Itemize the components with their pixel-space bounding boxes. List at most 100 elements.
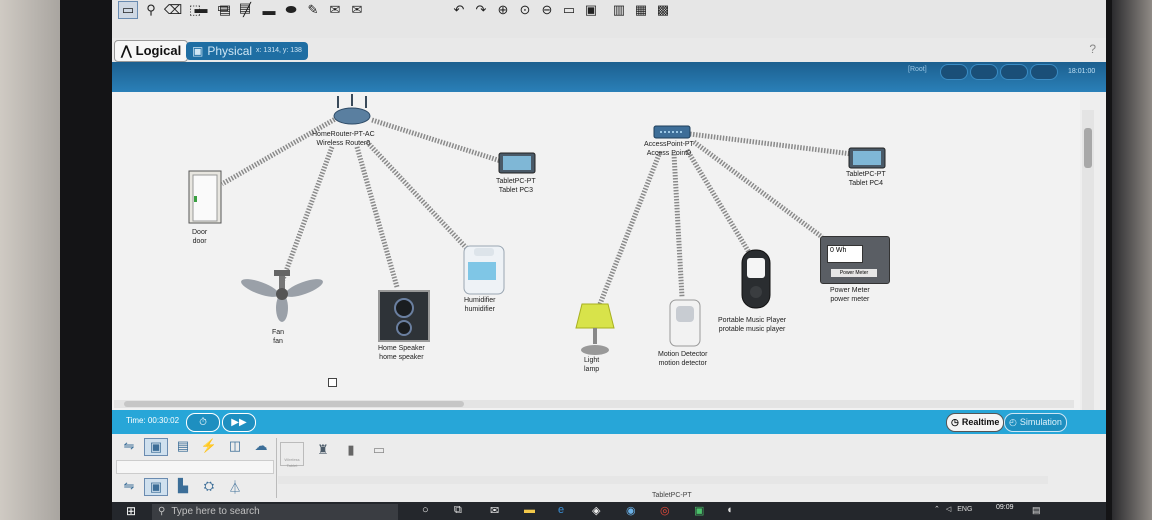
scroll-thumb[interactable]: [1084, 128, 1092, 168]
power-cycle-button[interactable]: ⏱: [186, 413, 220, 432]
mail-icon[interactable]: ✉: [490, 505, 500, 517]
home-icon[interactable]: ▣: [144, 478, 168, 496]
power-meter-device[interactable]: 0 Wh Power Meter: [820, 236, 890, 284]
motion-detector-device[interactable]: [668, 298, 702, 353]
undo-icon[interactable]: ↶: [453, 2, 465, 17]
motion-label: Motion Detector motion detector: [658, 350, 707, 368]
logical-workspace[interactable]: HomeRouter-PT-AC Wireless Router0 Tablet…: [112, 92, 1080, 410]
tab-physical[interactable]: ▣ Physical x: 1314, y: 138: [186, 42, 308, 60]
speaker-label: Home Speaker home speaker: [378, 344, 425, 362]
toolbar: ▬ ▭ ▤ ▭ ⚲ ⌫ ⬚ ▤ ╱ ▬ ⬬ ✎ ✉ ✉ ↶ ↷ ⊕ ⊙ ⊖ ▭ …: [112, 0, 1106, 39]
chevron-up-icon[interactable]: ⌃: [934, 506, 940, 513]
cortana-icon[interactable]: ○: [422, 504, 429, 516]
network-devices-icon[interactable]: ⇋: [123, 438, 135, 453]
tablet4-name: Tablet PC4: [848, 180, 883, 187]
pdu-icon[interactable]: ✉: [329, 2, 341, 17]
app-icon[interactable]: ◉: [626, 505, 636, 517]
sensor-device-icon[interactable]: ▭: [372, 442, 386, 457]
connections-icon[interactable]: ⚡: [200, 438, 218, 453]
nav-pill[interactable]: [970, 64, 998, 80]
viewport-icon[interactable]: ▩: [656, 2, 670, 17]
packet-tracer-icon[interactable]: ▣: [694, 505, 705, 517]
windows-start-icon[interactable]: ⊞: [126, 504, 137, 518]
zoom-in-icon[interactable]: ⊕: [497, 2, 509, 17]
door-name: door: [192, 238, 207, 245]
power-grid-icon[interactable]: ⏃: [228, 479, 242, 495]
industrial-icon[interactable]: ⛭: [203, 478, 215, 493]
horizontal-scrollbar[interactable]: [114, 400, 1074, 408]
copy-icon[interactable]: ▭: [216, 0, 230, 15]
drawing-palette-icon[interactable]: ▭: [562, 2, 576, 17]
custom-device-icon[interactable]: ▣: [584, 2, 598, 17]
iot-device-icon[interactable]: ▮: [347, 442, 355, 457]
selection-handle[interactable]: [328, 378, 337, 387]
nav-pill[interactable]: [1000, 64, 1028, 80]
wireless-link: [220, 115, 339, 187]
wizard-icon[interactable]: ▬: [194, 0, 208, 16]
ellipse-icon[interactable]: ⬬: [285, 2, 297, 17]
taskbar-search[interactable]: ⚲ Type here to search: [152, 504, 398, 520]
view-icon[interactable]: ▥: [612, 2, 626, 17]
help-icon[interactable]: ?: [1089, 42, 1096, 56]
home-router[interactable]: [332, 94, 372, 131]
zoom-reset-icon[interactable]: ⊙: [519, 2, 531, 17]
home-speaker-device[interactable]: [378, 290, 430, 347]
paste-icon[interactable]: ▤: [238, 0, 252, 15]
delete-icon[interactable]: ⌫: [163, 2, 183, 17]
file-explorer-icon[interactable]: ▬: [524, 504, 535, 516]
misc-icon[interactable]: ◫: [228, 438, 242, 453]
redo-icon[interactable]: ↷: [475, 2, 487, 17]
nav-pill[interactable]: [1030, 64, 1058, 80]
notification-icon[interactable]: ▤: [1032, 505, 1041, 515]
device-category-field[interactable]: [116, 460, 274, 474]
chrome-icon[interactable]: ◎: [660, 505, 670, 517]
resize-icon[interactable]: ⬚: [188, 2, 202, 17]
humidifier-device[interactable]: [462, 244, 506, 301]
smart-device-icon[interactable]: ♜: [317, 442, 329, 457]
vertical-scrollbar[interactable]: [1082, 110, 1094, 410]
store-icon[interactable]: ◈: [592, 505, 601, 517]
access-point[interactable]: [652, 124, 692, 145]
end-devices-icon[interactable]: ▣: [144, 438, 168, 456]
volume-icon[interactable]: ◁: [945, 506, 952, 513]
scroll-thumb[interactable]: [124, 401, 464, 407]
task-view-icon[interactable]: ⧉: [454, 504, 462, 516]
tablet-pc4[interactable]: [848, 147, 886, 174]
device-type-panel: ⇋ ▣ ▤ ⚡ ◫ ☁ ⇋ ▣ ▙ ⛭ ⏃ Wireless Tablet ♜ …: [112, 434, 1106, 502]
rectangle-icon[interactable]: ▬: [262, 2, 276, 18]
inspect-icon[interactable]: ⚲: [146, 2, 156, 17]
fast-forward-button[interactable]: ▶▶: [222, 413, 256, 432]
music-player-device[interactable]: [740, 248, 772, 315]
line-icon[interactable]: ╱: [243, 2, 251, 17]
edge-icon[interactable]: e: [558, 504, 565, 516]
lamp-device[interactable]: [574, 302, 616, 361]
components-icon[interactable]: ▤: [176, 438, 190, 453]
smart-city-icon[interactable]: ▙: [178, 478, 188, 493]
language-indicator[interactable]: ENG: [957, 505, 973, 513]
motion-name: motion detector: [658, 360, 707, 367]
select-icon[interactable]: ▭: [118, 1, 138, 19]
cluster-icon[interactable]: ▦: [634, 2, 648, 17]
device-list-scrollbar[interactable]: [278, 476, 1048, 484]
multiuser-icon[interactable]: ☁: [254, 438, 268, 453]
note-icon[interactable]: ▤: [218, 2, 232, 17]
tablet-pc3[interactable]: [498, 152, 536, 179]
pc-icon[interactable]: ⇋: [123, 478, 135, 493]
door-device[interactable]: [188, 170, 222, 229]
misc-app-icon[interactable]: ◖: [726, 504, 733, 516]
wireless-tablet-item[interactable]: Wireless Tablet: [280, 442, 304, 468]
door-icon: [188, 170, 222, 224]
realtime-mode-button[interactable]: ◷ Realtime: [946, 413, 1005, 432]
fan-device[interactable]: [238, 268, 324, 329]
meter-type: Power Meter: [830, 287, 870, 294]
wall-right: [1112, 0, 1152, 520]
taskbar-clock[interactable]: 09:09: [996, 504, 1014, 511]
root-label[interactable]: [Root]: [908, 66, 927, 73]
simulation-mode-button[interactable]: ◴ Simulation: [1004, 413, 1067, 432]
complex-pdu-icon[interactable]: ✉: [351, 2, 363, 17]
nav-pill[interactable]: [940, 64, 968, 80]
wireless-link: [279, 146, 335, 283]
freeform-icon[interactable]: ✎: [307, 2, 319, 17]
tab-logical[interactable]: ⋀ Logical: [114, 40, 189, 62]
zoom-out-icon[interactable]: ⊖: [541, 2, 553, 17]
